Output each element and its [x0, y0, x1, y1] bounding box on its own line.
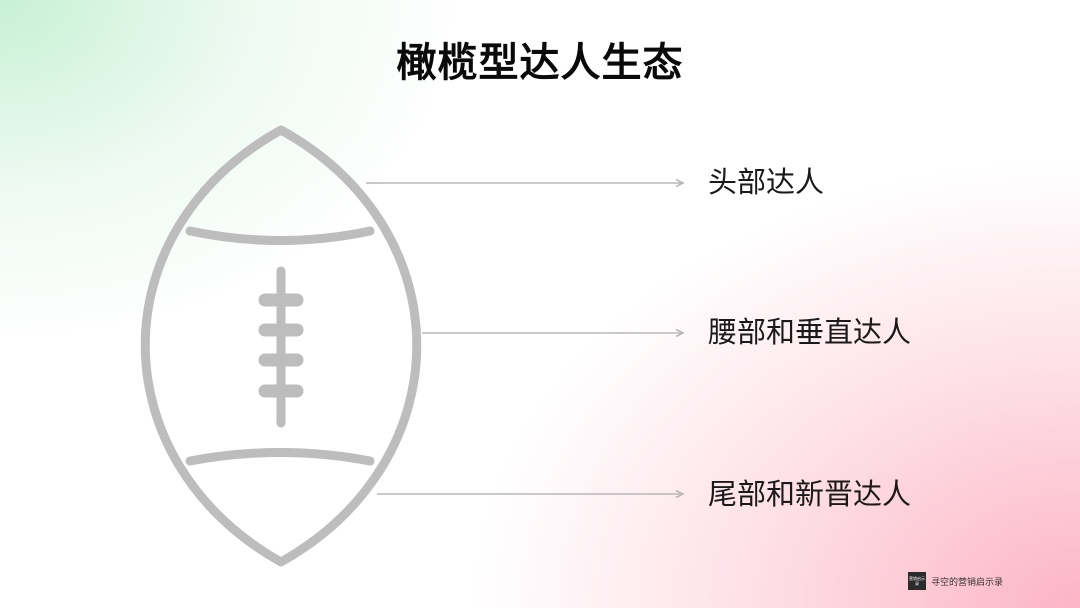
- layer-label-tail: 尾部和新晋达人: [708, 477, 912, 511]
- arrow-icon: [422, 328, 685, 338]
- football-laces: [258, 293, 304, 398]
- arrow-connectors: [366, 178, 685, 499]
- arrow-icon: [377, 489, 685, 499]
- football-outline: [140, 125, 422, 567]
- watermark-text: 寻空的营销启示录: [931, 577, 1004, 588]
- watermark-logo: 营销启示录: [908, 572, 926, 590]
- arrow-icon: [366, 178, 685, 188]
- football-icon: [140, 125, 422, 567]
- layer-label-waist: 腰部和垂直达人: [708, 315, 912, 349]
- layer-label-head: 头部达人: [708, 165, 825, 199]
- watermark: 营销启示录 寻空的营销启示录: [908, 572, 1003, 590]
- football-top-band: [185, 226, 375, 245]
- football-bottom-band: [185, 448, 375, 466]
- page-title: 橄榄型达人生态: [396, 40, 684, 86]
